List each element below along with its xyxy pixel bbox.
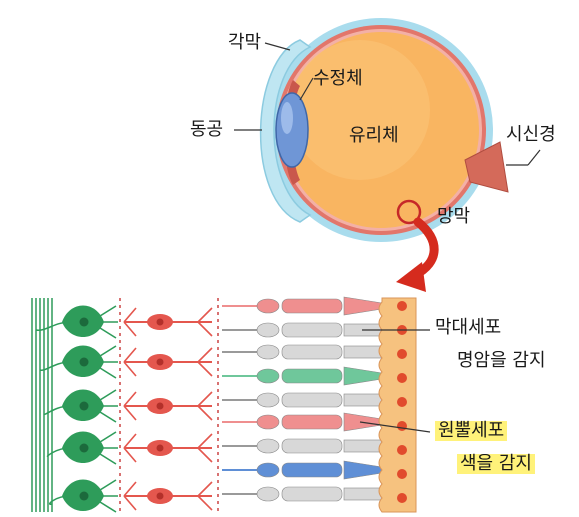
lens-shine bbox=[281, 102, 293, 134]
photoreceptor-inner-segment bbox=[281, 298, 343, 314]
photoreceptor-nucleus bbox=[256, 438, 280, 454]
cone-outer-segment bbox=[343, 366, 383, 386]
rod-outer-segment bbox=[343, 345, 383, 359]
ganglion-dendrite bbox=[99, 479, 118, 513]
bipolar-branch bbox=[197, 481, 213, 511]
ganglion-dendrite bbox=[99, 431, 118, 465]
photoreceptor-inner-segment bbox=[281, 344, 343, 360]
photoreceptor-nucleus bbox=[256, 322, 280, 338]
cone-outer-segment bbox=[343, 460, 383, 480]
lens-label: 수정체 bbox=[313, 68, 363, 89]
photoreceptor-inner-segment bbox=[281, 368, 343, 384]
photoreceptor-nucleus bbox=[256, 462, 280, 478]
ganglion-dendrite bbox=[99, 305, 118, 339]
bipolar-dendrite bbox=[123, 481, 137, 511]
cornea-label: 각막 bbox=[228, 32, 262, 53]
pigment-granule bbox=[397, 469, 407, 479]
eye-cross-section bbox=[234, 18, 541, 292]
ganglion-nucleus bbox=[79, 317, 89, 327]
rod-outer-segment bbox=[343, 393, 383, 407]
lens-leader bbox=[299, 77, 314, 101]
photoreceptor-inner-segment bbox=[281, 462, 343, 478]
optic-nerve-leader bbox=[527, 149, 541, 166]
pupil-label: 동공 bbox=[190, 119, 224, 140]
vitreous-label: 유리체 bbox=[349, 125, 399, 146]
bipolar-dendrite bbox=[123, 433, 137, 463]
bipolar-nucleus bbox=[156, 358, 164, 366]
magnifier-ring bbox=[396, 199, 422, 225]
optic-nerve bbox=[464, 141, 509, 193]
rod-outer-segment bbox=[343, 439, 383, 453]
bipolar-branch bbox=[197, 347, 213, 377]
ganglion-nucleus bbox=[79, 357, 89, 367]
cornea bbox=[259, 39, 312, 223]
bipolar-dendrite bbox=[123, 307, 137, 337]
ganglion-nucleus bbox=[79, 491, 89, 501]
zoom-arrowhead bbox=[396, 262, 426, 292]
cone-outer-segment bbox=[343, 296, 383, 316]
photoreceptor-inner-segment bbox=[281, 322, 343, 338]
bipolar-branch bbox=[197, 391, 213, 421]
photoreceptor-nucleus bbox=[256, 486, 280, 502]
rod-cell-label: 막대세포 bbox=[435, 317, 502, 338]
cone-cell-label: 원뿔세포 bbox=[435, 421, 508, 441]
cornea-leader bbox=[264, 42, 291, 51]
photoreceptor-inner-segment bbox=[281, 414, 343, 430]
vitreous-shine bbox=[290, 40, 430, 180]
photoreceptor-nucleus bbox=[256, 298, 280, 314]
photoreceptor-nucleus bbox=[256, 392, 280, 408]
pigment-granule bbox=[397, 421, 407, 431]
photoreceptor-nucleus bbox=[256, 344, 280, 360]
retina-detail bbox=[31, 296, 431, 513]
ganglion-nucleus bbox=[79, 443, 89, 453]
optic-nerve-label: 시신경 bbox=[506, 124, 556, 145]
bipolar-nucleus bbox=[156, 402, 164, 410]
pigment-granule bbox=[397, 349, 407, 359]
pigment-granule bbox=[397, 493, 407, 503]
pigment-granule bbox=[397, 301, 407, 311]
bipolar-branch bbox=[197, 433, 213, 463]
pigment-granule bbox=[397, 373, 407, 383]
bipolar-nucleus bbox=[156, 444, 164, 452]
bipolar-branch bbox=[197, 307, 213, 337]
ganglion-nucleus bbox=[79, 401, 89, 411]
photoreceptor-inner-segment bbox=[281, 392, 343, 408]
pigment-granule bbox=[397, 445, 407, 455]
rod-outer-segment bbox=[343, 487, 383, 501]
lens bbox=[275, 92, 309, 168]
bipolar-dendrite bbox=[123, 391, 137, 421]
photoreceptor-inner-segment bbox=[281, 438, 343, 454]
pigment-epithelium bbox=[378, 297, 417, 513]
bipolar-dendrite bbox=[123, 347, 137, 377]
rod-function-label: 명암을 감지 bbox=[457, 350, 546, 371]
photoreceptor-inner-segment bbox=[281, 486, 343, 502]
cone-function-label: 색을 감지 bbox=[457, 454, 535, 474]
ganglion-dendrite bbox=[99, 389, 118, 423]
bipolar-nucleus bbox=[156, 318, 164, 326]
bipolar-nucleus bbox=[156, 492, 164, 500]
photoreceptor-nucleus bbox=[256, 368, 280, 384]
retina-label: 망막 bbox=[437, 206, 471, 227]
ganglion-dendrite bbox=[99, 345, 118, 379]
photoreceptor-nucleus bbox=[256, 414, 280, 430]
pigment-granule bbox=[397, 397, 407, 407]
cone-leader bbox=[359, 421, 431, 433]
